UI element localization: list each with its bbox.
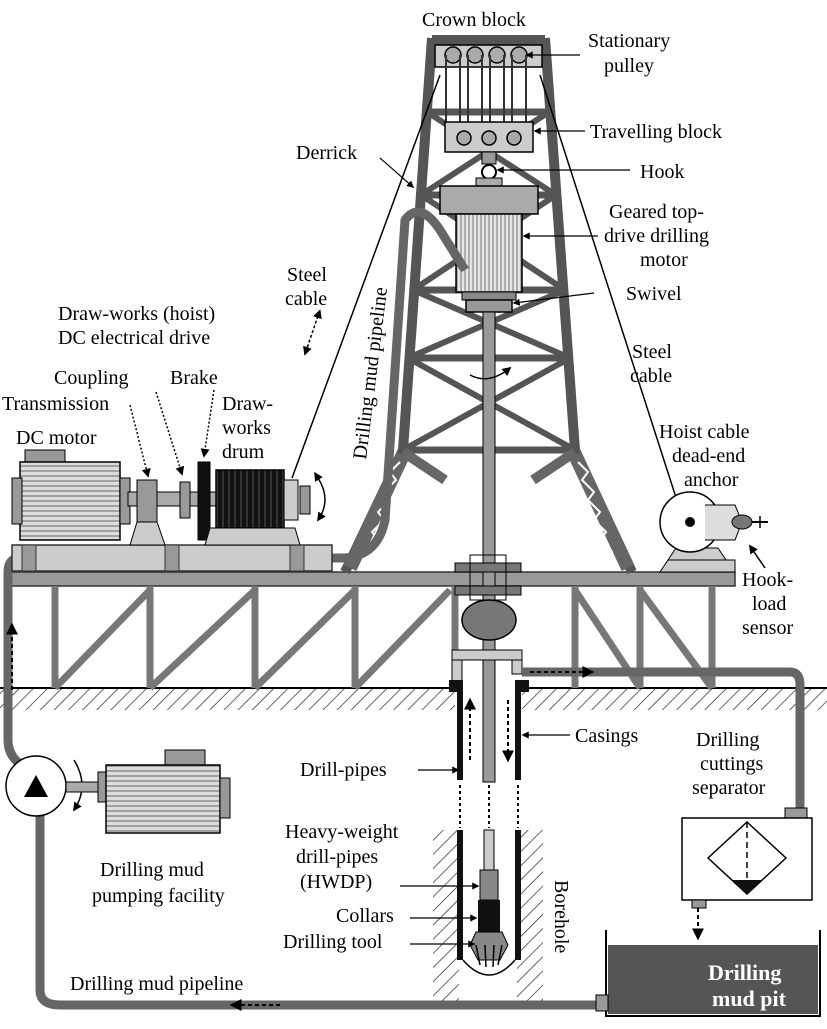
label-crown-block: Crown block bbox=[422, 9, 526, 31]
label-mud-pipeline-bottom: Drilling mud pipeline bbox=[70, 973, 243, 995]
label-swivel: Swivel bbox=[626, 283, 682, 305]
label-borehole: Borehole bbox=[550, 880, 572, 953]
steel-cables bbox=[291, 74, 681, 511]
label-casings: Casings bbox=[575, 725, 639, 747]
label-brake: Brake bbox=[170, 367, 218, 389]
label-derrick: Derrick bbox=[296, 142, 357, 164]
label-separator-2: cuttings bbox=[700, 753, 764, 775]
mud-pipeline bbox=[3, 207, 805, 1010]
rig-floor bbox=[9, 571, 736, 691]
drawworks bbox=[11, 449, 333, 572]
label-steel-cable-right-2: cable bbox=[630, 365, 672, 387]
label-mud-pit-2: mud pit bbox=[712, 986, 787, 1011]
label-hwdp-1: Heavy-weight bbox=[285, 821, 399, 843]
label-dc-motor: DC motor bbox=[16, 427, 97, 449]
travelling-block bbox=[444, 121, 534, 165]
cuttings-separator bbox=[681, 807, 813, 909]
label-steel-cable-right-1: Steel bbox=[632, 341, 672, 363]
dead-end-anchor bbox=[659, 491, 768, 573]
label-pumping-1: Drilling mud bbox=[100, 859, 204, 881]
mud-pump bbox=[5, 749, 231, 834]
label-hoist-anchor-2: dead-end bbox=[672, 445, 745, 467]
label-drum-2: works bbox=[222, 417, 271, 439]
label-separator-3: separator bbox=[692, 777, 766, 799]
bottom-hole-assembly bbox=[462, 829, 516, 976]
label-drawworks-drive-2: DC electrical drive bbox=[58, 327, 210, 349]
label-transmission: Transmission bbox=[2, 393, 109, 415]
label-drill-pipes: Drill-pipes bbox=[300, 759, 387, 781]
label-separator-1: Drilling bbox=[696, 729, 759, 751]
label-drum-1: Draw- bbox=[222, 393, 273, 415]
label-hoist-anchor-3: anchor bbox=[684, 469, 739, 491]
drill-string bbox=[451, 311, 523, 783]
label-collars: Collars bbox=[336, 905, 394, 927]
label-mud-pipeline-vertical: Drilling mud pipeline bbox=[349, 286, 392, 461]
label-hookload-1: Hook- bbox=[742, 569, 793, 591]
casing bbox=[449, 680, 529, 960]
swivel bbox=[465, 299, 513, 313]
ground bbox=[0, 687, 827, 1005]
label-leaders bbox=[379, 51, 630, 948]
label-drilling-tool: Drilling tool bbox=[283, 931, 383, 953]
label-pumping-2: pumping facility bbox=[92, 885, 225, 907]
label-hook: Hook bbox=[640, 161, 684, 183]
hook bbox=[475, 164, 503, 187]
label-hwdp-3: (HWDP) bbox=[300, 871, 372, 893]
top-drive-motor bbox=[439, 185, 539, 301]
label-coupling: Coupling bbox=[54, 367, 128, 389]
drawworks-leaders bbox=[129, 389, 215, 478]
label-hookload-2: load bbox=[752, 593, 786, 615]
label-mud-pit-1: Drilling bbox=[708, 960, 781, 985]
label-travelling-block: Travelling block bbox=[590, 121, 722, 143]
labels: Crown block Stationary pulley Travelling… bbox=[2, 9, 793, 1011]
label-top-drive-2: drive drilling bbox=[604, 225, 709, 247]
label-stationary-pulley-1: Stationary bbox=[588, 30, 670, 52]
label-drawworks-drive-1: Draw-works (hoist) bbox=[58, 303, 215, 325]
label-top-drive-1: Geared top- bbox=[609, 201, 704, 223]
label-stationary-pulley-2: pulley bbox=[604, 55, 654, 77]
label-hookload-3: sensor bbox=[742, 617, 793, 639]
label-top-drive-3: motor bbox=[640, 249, 688, 271]
label-hwdp-2: drill-pipes bbox=[296, 846, 378, 868]
label-hoist-anchor-1: Hoist cable bbox=[659, 421, 750, 443]
label-steel-cable-left-1: Steel bbox=[287, 264, 327, 286]
label-drum-3: drum bbox=[222, 441, 265, 463]
label-steel-cable-left-2: cable bbox=[285, 288, 327, 310]
mud-pit bbox=[595, 930, 821, 1017]
